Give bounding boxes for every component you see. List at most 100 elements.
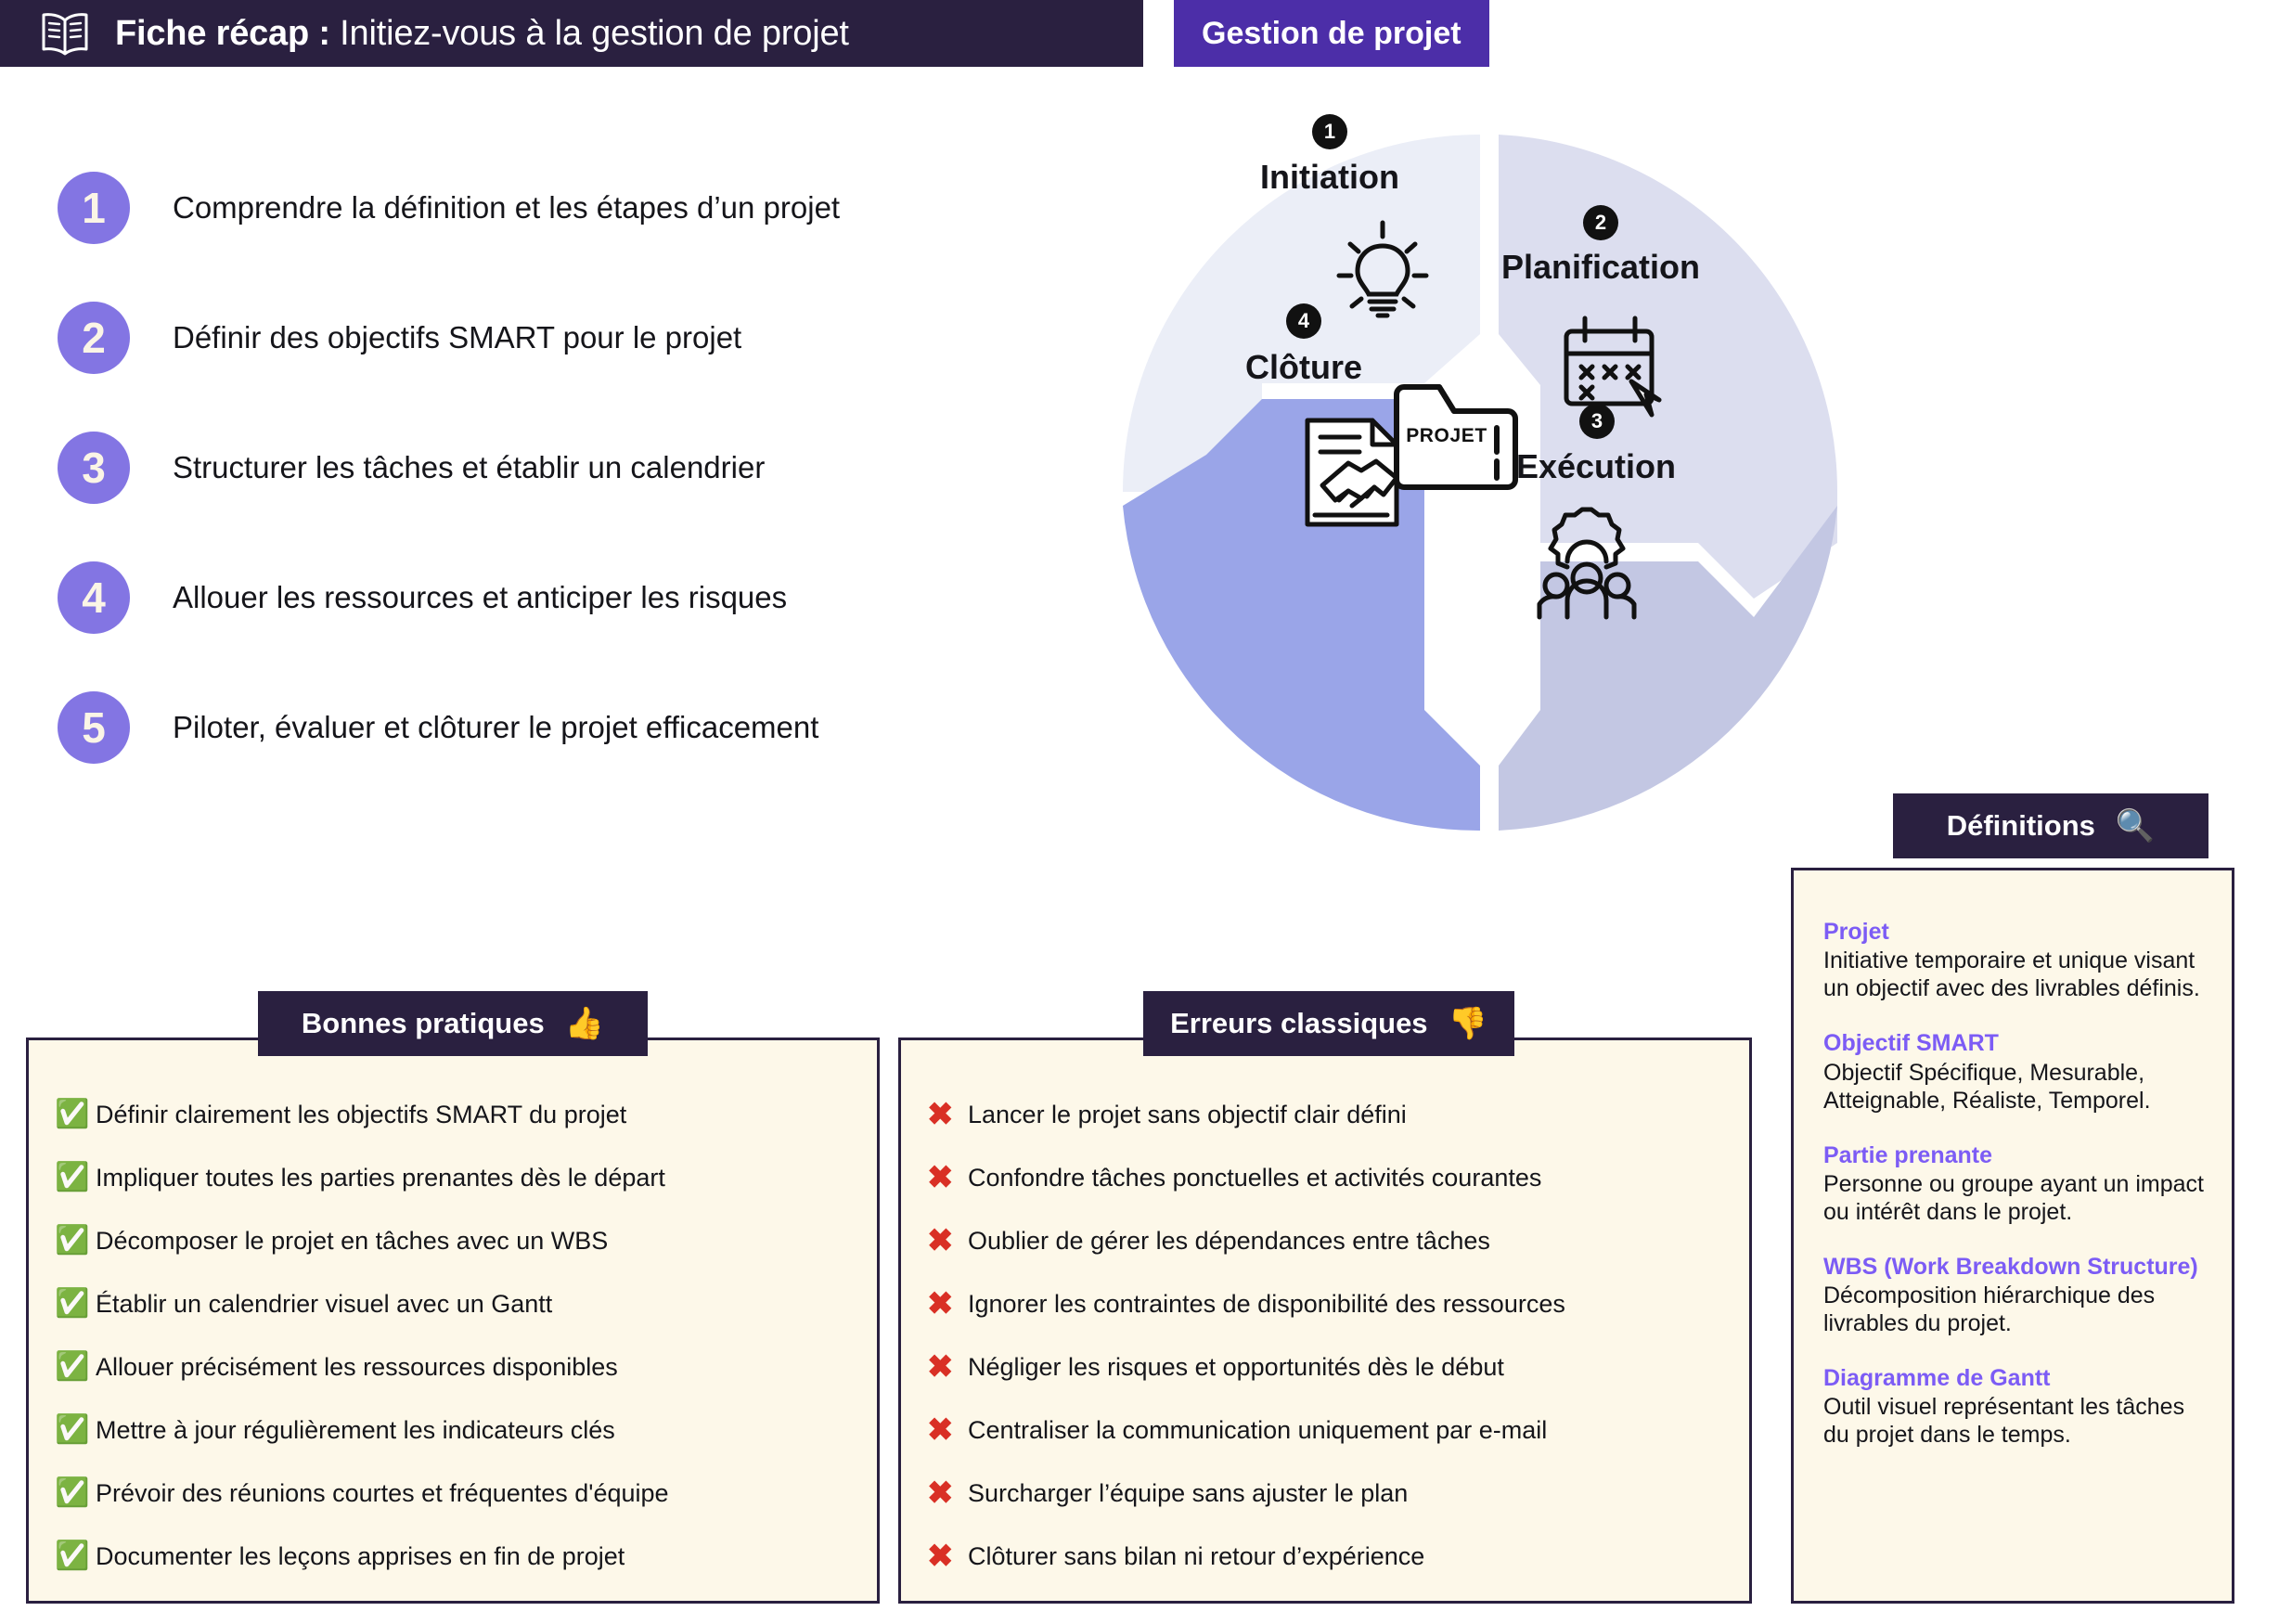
- list-item: ✅ Documenter les leçons apprises en fin …: [55, 1538, 877, 1575]
- check-icon: ✅: [55, 1099, 90, 1129]
- definitions-tab-label: Définitions: [1946, 809, 2095, 842]
- definition-term: Objectif SMART: [1823, 1030, 1999, 1057]
- check-icon: ✅: [55, 1414, 90, 1445]
- definition-term: Partie prenante: [1823, 1141, 1993, 1168]
- list-item-label: Surcharger l’équipe sans ajuster le plan: [968, 1478, 1409, 1507]
- definition-description: Personne ou groupe ayant un impact ou in…: [1823, 1170, 2204, 1225]
- thumbs-up-icon: 👍: [564, 1006, 605, 1041]
- list-item: ✖ Oublier de gérer les dépendances entre…: [927, 1222, 1749, 1259]
- cross-icon: ✖: [927, 1097, 954, 1132]
- step-number-badge: 1: [58, 172, 130, 244]
- check-icon: ✅: [55, 1162, 90, 1192]
- segment-planification-shape: [1499, 135, 1838, 599]
- step-label: Allouer les ressources et anticiper les …: [173, 580, 788, 614]
- list-item-label: Documenter les leçons apprises en fin de…: [96, 1541, 625, 1570]
- page-title: Fiche récap : Initiez-vous à la gestion …: [115, 14, 849, 54]
- check-icon: ✅: [55, 1351, 90, 1382]
- topic-badge: Gestion de projet: [1174, 0, 1489, 67]
- list-item-label: Confondre tâches ponctuelles et activité…: [968, 1163, 1542, 1192]
- list-item: ✅ Impliquer toutes les parties prenantes…: [55, 1159, 877, 1196]
- check-icon: ✅: [55, 1225, 90, 1256]
- step-item: 2 Définir des objectifs SMART pour le pr…: [58, 297, 1041, 379]
- definition-item: Diagramme de Gantt Outil visuel représen…: [1823, 1365, 2204, 1449]
- team-gear-icon: [1537, 507, 1637, 620]
- list-item: ✖ Confondre tâches ponctuelles et activi…: [927, 1159, 1749, 1196]
- segment-number-2: 2: [1583, 205, 1618, 240]
- definitions-tab: Définitions 🔍: [1893, 793, 2208, 858]
- list-item-label: Décomposer le projet en tâches avec un W…: [96, 1226, 609, 1255]
- list-item-label: Définir clairement les objectifs SMART d…: [96, 1100, 627, 1128]
- erreurs-classiques-list: ✖ Lancer le projet sans objectif clair d…: [901, 1040, 1749, 1601]
- list-item-label: Ignorer les contraintes de disponibilité…: [968, 1289, 1565, 1318]
- list-item: ✅ Définir clairement les objectifs SMART…: [55, 1096, 877, 1133]
- folder-icon: [1394, 384, 1518, 490]
- step-label: Définir des objectifs SMART pour le proj…: [173, 320, 742, 354]
- step-item: 1 Comprendre la définition et les étapes…: [58, 167, 1041, 249]
- cross-icon: ✖: [927, 1160, 954, 1195]
- list-item: ✖ Surcharger l’équipe sans ajuster le pl…: [927, 1475, 1749, 1512]
- segment-execution-shape: [1499, 506, 1837, 831]
- definition-term: Projet: [1823, 919, 1889, 945]
- segment-label-planification: Planification: [1500, 248, 1701, 286]
- list-item: ✖ Ignorer les contraintes de disponibili…: [927, 1285, 1749, 1322]
- list-item-label: Centraliser la communication uniquement …: [968, 1415, 1548, 1444]
- list-item-label: Allouer précisément les ressources dispo…: [96, 1352, 618, 1381]
- magnifier-icon: 🔍: [2115, 808, 2156, 844]
- step-number-badge: 2: [58, 302, 130, 374]
- step-number-badge: 4: [58, 561, 130, 634]
- step-label: Comprendre la définition et les étapes d…: [173, 190, 841, 225]
- cross-icon: ✖: [927, 1476, 954, 1511]
- definition-item: WBS (Work Breakdown Structure) Décomposi…: [1823, 1254, 2204, 1337]
- definition-description: Objectif Spécifique, Mesurable, Atteigna…: [1823, 1059, 2151, 1114]
- segment-number-4: 4: [1286, 303, 1321, 339]
- erreurs-classiques-tab: Erreurs classiques 👎: [1143, 991, 1514, 1056]
- definition-term: WBS (Work Breakdown Structure): [1823, 1253, 2198, 1280]
- header-bar: Fiche récap : Initiez-vous à la gestion …: [0, 0, 1143, 67]
- list-item-label: Lancer le projet sans objectif clair déf…: [968, 1100, 1407, 1128]
- steps-list: 1 Comprendre la définition et les étapes…: [58, 167, 1041, 817]
- list-item: ✅ Établir un calendrier visuel avec un G…: [55, 1285, 877, 1322]
- list-item: ✅ Prévoir des réunions courtes et fréque…: [55, 1475, 877, 1512]
- bonnes-pratiques-list: ✅ Définir clairement les objectifs SMART…: [29, 1040, 877, 1601]
- definition-description: Décomposition hiérarchique des livrables…: [1823, 1282, 2156, 1336]
- list-item: ✖ Négliger les risques et opportunités d…: [927, 1348, 1749, 1386]
- list-item-label: Impliquer toutes les parties prenantes d…: [96, 1163, 665, 1192]
- definition-term: Diagramme de Gantt: [1823, 1365, 2051, 1391]
- check-icon: ✅: [55, 1540, 90, 1571]
- handshake-document-icon: [1305, 418, 1399, 527]
- bonnes-pratiques-tab: Bonnes pratiques 👍: [258, 991, 648, 1056]
- step-item: 4 Allouer les ressources et anticiper le…: [58, 557, 1041, 638]
- bonnes-pratiques-panel: ✅ Définir clairement les objectifs SMART…: [26, 1038, 880, 1604]
- cross-icon: ✖: [927, 1286, 954, 1321]
- definition-description: Outil visuel représentant les tâches du …: [1823, 1394, 2185, 1449]
- erreurs-classiques-panel: ✖ Lancer le projet sans objectif clair d…: [898, 1038, 1752, 1604]
- step-item: 5 Piloter, évaluer et clôturer le projet…: [58, 687, 1041, 768]
- step-item: 3 Structurer les tâches et établir un ca…: [58, 427, 1041, 509]
- list-item: ✅ Décomposer le projet en tâches avec un…: [55, 1222, 877, 1259]
- definitions-panel: Projet Initiative temporaire et unique v…: [1791, 868, 2234, 1604]
- list-item: ✅ Allouer précisément les ressources dis…: [55, 1348, 877, 1386]
- page-title-bold: Fiche récap :: [115, 13, 330, 53]
- lightbulb-icon: [1336, 220, 1429, 318]
- list-item-label: Établir un calendrier visuel avec un Gan…: [96, 1289, 553, 1318]
- segment-number-3: 3: [1579, 404, 1615, 439]
- check-icon: ✅: [55, 1288, 90, 1319]
- segment-label-initiation: Initiation: [1260, 158, 1399, 196]
- calendar-icon: [1564, 316, 1662, 418]
- segment-label-cloture: Clôture: [1245, 348, 1362, 386]
- check-icon: ✅: [55, 1477, 90, 1508]
- cross-icon: ✖: [927, 1412, 954, 1448]
- project-lifecycle-diagram: 1 Initiation 2 Planification 3 Exécution…: [1104, 114, 1856, 849]
- step-label: Structurer les tâches et établir un cale…: [173, 450, 766, 484]
- list-item: ✅ Mettre à jour régulièrement les indica…: [55, 1411, 877, 1449]
- folder-label: PROJET: [1406, 425, 1487, 446]
- cross-icon: ✖: [927, 1223, 954, 1258]
- bonnes-pratiques-tab-label: Bonnes pratiques: [301, 1007, 545, 1039]
- list-item-label: Prévoir des réunions courtes et fréquent…: [96, 1478, 669, 1507]
- definition-item: Projet Initiative temporaire et unique v…: [1823, 919, 2204, 1002]
- step-number-badge: 3: [58, 432, 130, 504]
- step-label: Piloter, évaluer et clôturer le projet e…: [173, 710, 819, 744]
- thumbs-down-icon: 👎: [1448, 1006, 1487, 1041]
- page-title-rest: Initiez-vous à la gestion de projet: [329, 13, 849, 53]
- cross-icon: ✖: [927, 1349, 954, 1385]
